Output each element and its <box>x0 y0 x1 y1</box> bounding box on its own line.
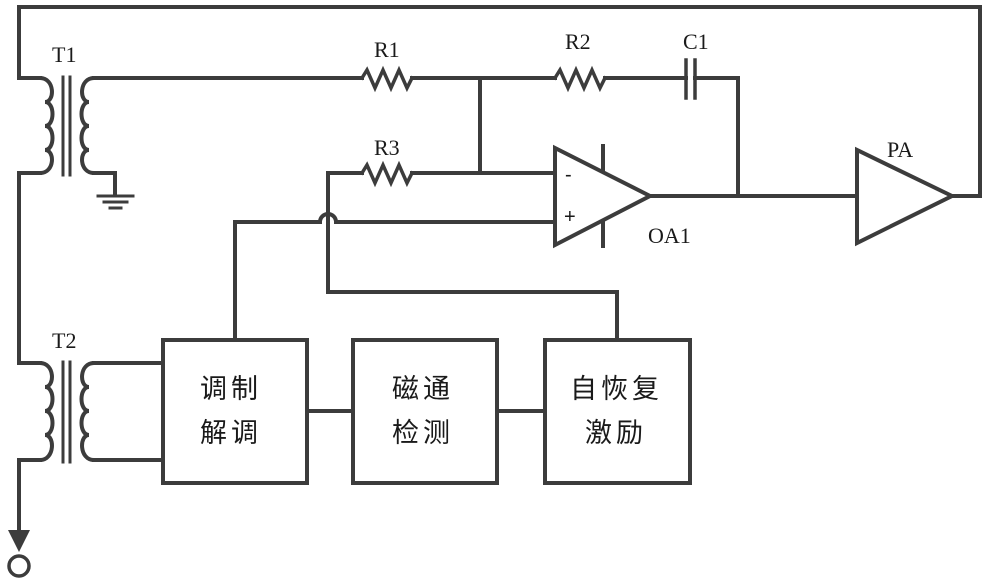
t1-secondary-coil <box>79 75 97 176</box>
block-demodulation <box>161 338 309 485</box>
wire-demod-to-noninverting <box>233 212 557 342</box>
block-flux-detection <box>351 338 499 485</box>
resistor-r1 <box>359 65 415 93</box>
r1-label: R1 <box>374 37 400 62</box>
t1-primary-coil <box>37 75 55 176</box>
wire-r3-to-excitation <box>326 171 619 342</box>
resistor-r2 <box>552 65 608 93</box>
block-demodulation-line1: 调制 <box>200 374 262 405</box>
block-demodulation-line2: 解调 <box>200 418 262 449</box>
t1-ground-wire <box>92 171 117 197</box>
oa1-inverting-sign: - <box>565 164 572 186</box>
r3-label: R3 <box>374 135 400 160</box>
feedback-wire-top <box>17 5 982 198</box>
oa1-noninverting-sign: + <box>564 206 576 228</box>
t2-primary-coil <box>37 360 55 463</box>
wire-c1-to-output <box>693 76 740 198</box>
block-flux-detection-line2: 检测 <box>392 418 454 449</box>
c1-label: C1 <box>683 29 709 54</box>
block-self-recovery-excitation <box>543 338 692 485</box>
power-amplifier-pa <box>855 146 957 247</box>
block-excitation-line1: 自恢复 <box>570 374 663 405</box>
wire-to-terminal <box>17 458 42 532</box>
ground-icon <box>96 194 135 210</box>
r2-label: R2 <box>565 29 591 54</box>
pa-label: PA <box>887 137 913 162</box>
output-terminal <box>7 554 31 578</box>
wire-junction-to-inverting <box>478 76 557 175</box>
t2-secondary-coil <box>79 360 97 463</box>
t2-label: T2 <box>52 328 76 353</box>
block-flux-detection-line1: 磁通 <box>392 374 454 405</box>
t1-label: T1 <box>52 42 76 67</box>
resistor-r3 <box>359 160 415 188</box>
arrow-down-icon <box>8 530 30 552</box>
oa1-label: OA1 <box>648 223 691 248</box>
primary-series-wire <box>17 171 42 365</box>
block-excitation-line2: 激励 <box>585 418 647 449</box>
